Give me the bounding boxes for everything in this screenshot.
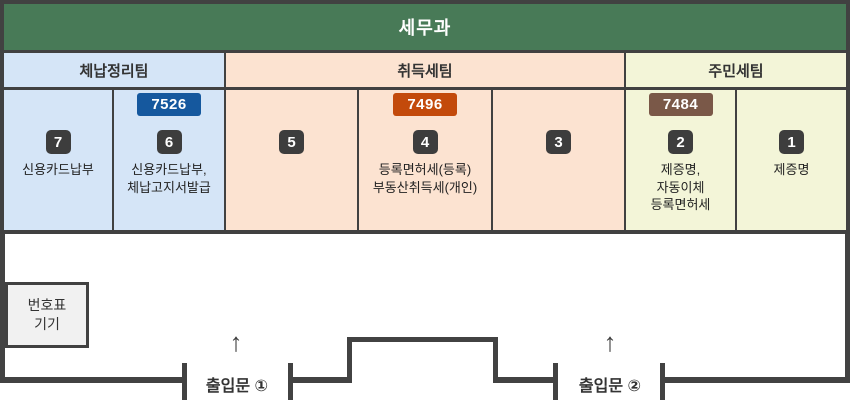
label-line: 신용카드납부: [22, 162, 94, 177]
label-line: 등록면허세(등록): [378, 162, 472, 177]
window-cell-3: 3: [491, 90, 624, 230]
wall-bottom-segment-mid-right: [495, 377, 556, 383]
door2-right-jamb: [660, 363, 665, 400]
window-number-badge: 2: [668, 130, 693, 154]
label-line: 제증명: [773, 162, 810, 177]
label-line: 제증명,: [660, 162, 701, 177]
window-label: 제증명, 자동이체 등록면허세: [651, 161, 711, 214]
counter-block: 세무과 체납정리팀 취득세팀 주민세팀 7 신용카드납부 7526: [0, 0, 850, 234]
label-line: 신용카드납부,: [131, 162, 207, 177]
window-cell-1: 1 제증명: [735, 90, 846, 230]
department-title-bar: 세무과: [4, 4, 846, 50]
wall-right: [845, 234, 850, 383]
window-row: 7 신용카드납부 7526 6 신용카드납부, 체납고지서발급 5 7496 4: [4, 90, 846, 230]
window-label: 제증명: [774, 161, 810, 179]
label-line: 부동산취득세(개인): [372, 179, 478, 195]
team-name: 취득세팀: [397, 62, 453, 80]
window-cell-7: 7 신용카드납부: [4, 90, 112, 230]
window-label: 신용카드납부, 체납고지서발급: [127, 161, 211, 196]
team-cell-delinquency: 체납정리팀: [4, 53, 224, 87]
window-cell-4: 7496 4 등록면허세(등록) 부동산취득세(개인): [357, 90, 491, 230]
window-number-badge: 6: [156, 130, 182, 154]
ticket-machine-label-line2: 기기: [34, 316, 60, 332]
window-number-badge: 4: [412, 130, 438, 154]
window-cell-5: 5: [224, 90, 357, 230]
team-cell-acquisition-tax: 취득세팀: [224, 53, 624, 87]
door2-arrow-icon: ↑: [603, 327, 617, 357]
door1-right-jamb: [288, 363, 293, 400]
ticket-machine-label-line1: 번호표: [27, 297, 67, 313]
label-line: 자동이체: [656, 179, 705, 195]
door2-left-jamb: [553, 363, 558, 400]
ticket-machine: 번호표 기기: [5, 282, 89, 348]
wall-alcove-right-side: [493, 337, 498, 383]
door1-left-jamb: [182, 363, 187, 400]
label-line: 등록면허세: [650, 197, 711, 212]
team-cell-resident-tax: 주민세팀: [624, 53, 846, 87]
wall-bottom-segment-mid-left: [291, 377, 350, 383]
wall-alcove-top: [347, 337, 498, 342]
phone-number-badge: 7496: [393, 93, 457, 116]
window-label: 신용카드납부: [22, 161, 94, 179]
team-row: 체납정리팀 취득세팀 주민세팀: [4, 50, 846, 90]
window-number-badge: 1: [779, 130, 804, 154]
wall-bottom-segment-right: [663, 377, 850, 383]
window-cell-2: 7484 2 제증명, 자동이체 등록면허세: [624, 90, 735, 230]
door2-label: 출입문 ②: [578, 378, 642, 395]
department-title: 세무과: [398, 18, 452, 38]
wall-bottom-segment-left: [0, 377, 185, 383]
door1-arrow-icon: ↑: [229, 327, 243, 357]
door1-label: 출입문 ①: [205, 378, 269, 395]
window-number-badge: 5: [279, 130, 304, 154]
wall-alcove-left-side: [347, 337, 352, 383]
window-number-badge: 3: [546, 130, 571, 154]
label-line: 체납고지서발급: [127, 179, 211, 195]
phone-number-badge: 7526: [137, 93, 201, 116]
phone-number-badge: 7484: [648, 93, 713, 116]
team-name: 체납정리팀: [79, 62, 149, 80]
window-label: 등록면허세(등록) 부동산취득세(개인): [373, 161, 477, 196]
team-name: 주민세팀: [708, 62, 764, 80]
wall-left: [0, 234, 5, 383]
window-cell-6: 7526 6 신용카드납부, 체납고지서발급: [112, 90, 224, 230]
window-number-badge: 7: [45, 130, 71, 154]
